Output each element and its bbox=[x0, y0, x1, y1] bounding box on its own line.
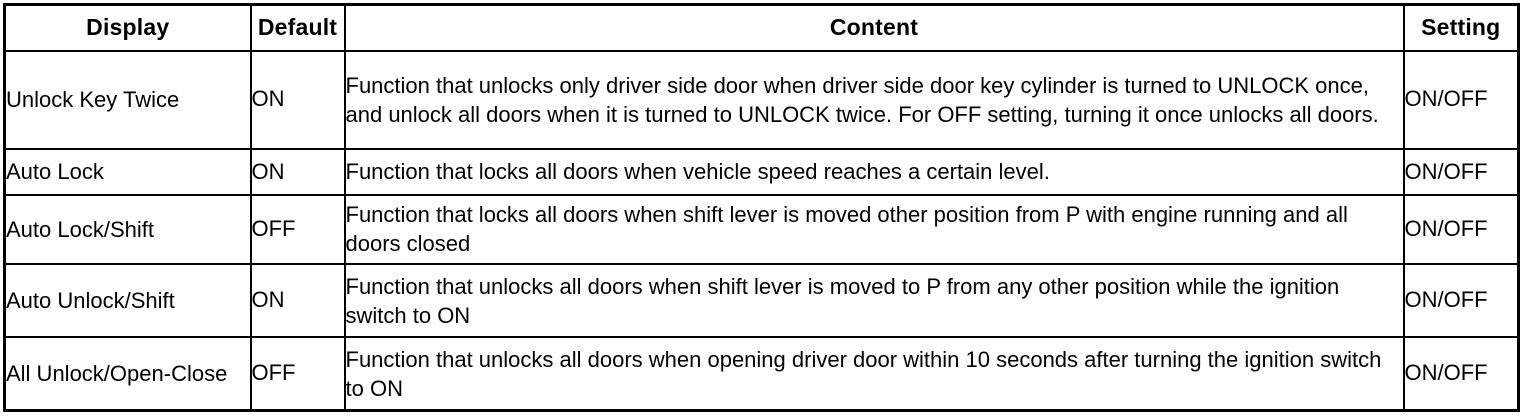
table-row: Auto Lock ON Function that locks all doo… bbox=[3, 147, 1520, 196]
cell-default: ON bbox=[249, 147, 346, 196]
cell-default: ON bbox=[249, 49, 346, 150]
cell-default: OFF bbox=[249, 193, 346, 266]
table-row: Auto Lock/Shift OFF Function that locks … bbox=[3, 193, 1520, 266]
content-text: Function that locks all doors when shift… bbox=[345, 202, 1348, 257]
display-label: Auto Lock/Shift bbox=[6, 216, 154, 242]
display-label: Auto Lock bbox=[6, 159, 104, 185]
cell-setting: ON/OFF bbox=[1402, 336, 1520, 412]
table-row: Unlock Key Twice ON Function that unlock… bbox=[3, 49, 1520, 150]
cell-setting: ON/OFF bbox=[1402, 193, 1520, 266]
table-row: All Unlock/Open-Close OFF Function that … bbox=[3, 336, 1520, 412]
display-label: Auto Unlock/Shift bbox=[6, 288, 175, 314]
settings-table-container: Display Default Content Setting Unlock K… bbox=[3, 3, 1520, 415]
column-header-setting: Setting bbox=[1402, 3, 1520, 52]
cell-content: Function that unlocks all doors when ope… bbox=[343, 336, 1405, 412]
table-body: Unlock Key Twice ON Function that unlock… bbox=[3, 49, 1520, 412]
cell-setting: ON/OFF bbox=[1402, 263, 1520, 339]
door-lock-settings-table: Display Default Content Setting Unlock K… bbox=[3, 3, 1520, 412]
content-text: Function that unlocks all doors when shi… bbox=[345, 273, 1340, 328]
column-header-display: Display bbox=[3, 3, 252, 52]
table-header: Display Default Content Setting bbox=[3, 3, 1520, 52]
column-header-default: Default bbox=[249, 3, 346, 52]
content-text: Function that unlocks only driver side d… bbox=[345, 72, 1379, 127]
cell-content: Function that locks all doors when vehic… bbox=[343, 147, 1405, 196]
cell-display: All Unlock/Open-Close bbox=[3, 336, 252, 412]
cell-setting: ON/OFF bbox=[1402, 49, 1520, 150]
table-header-row: Display Default Content Setting bbox=[3, 3, 1520, 52]
cell-content: Function that unlocks only driver side d… bbox=[343, 49, 1405, 150]
cell-display: Auto Unlock/Shift bbox=[3, 263, 252, 339]
cell-display: Auto Lock/Shift bbox=[3, 193, 252, 266]
display-label: Unlock Key Twice bbox=[6, 87, 180, 112]
cell-content: Function that unlocks all doors when shi… bbox=[343, 263, 1405, 339]
column-header-content: Content bbox=[343, 3, 1405, 52]
content-text: Function that locks all doors when vehic… bbox=[345, 159, 1050, 185]
cell-display: Unlock Key Twice bbox=[3, 49, 252, 150]
cell-display: Auto Lock bbox=[3, 147, 252, 196]
cell-default: ON bbox=[249, 263, 346, 339]
display-label: All Unlock/Open-Close bbox=[6, 361, 228, 386]
cell-default: OFF bbox=[249, 336, 346, 412]
cell-setting: ON/OFF bbox=[1402, 147, 1520, 196]
content-text: Function that unlocks all doors when ope… bbox=[345, 346, 1382, 401]
cell-content: Function that locks all doors when shift… bbox=[343, 193, 1405, 266]
table-row: Auto Unlock/Shift ON Function that unloc… bbox=[3, 263, 1520, 339]
